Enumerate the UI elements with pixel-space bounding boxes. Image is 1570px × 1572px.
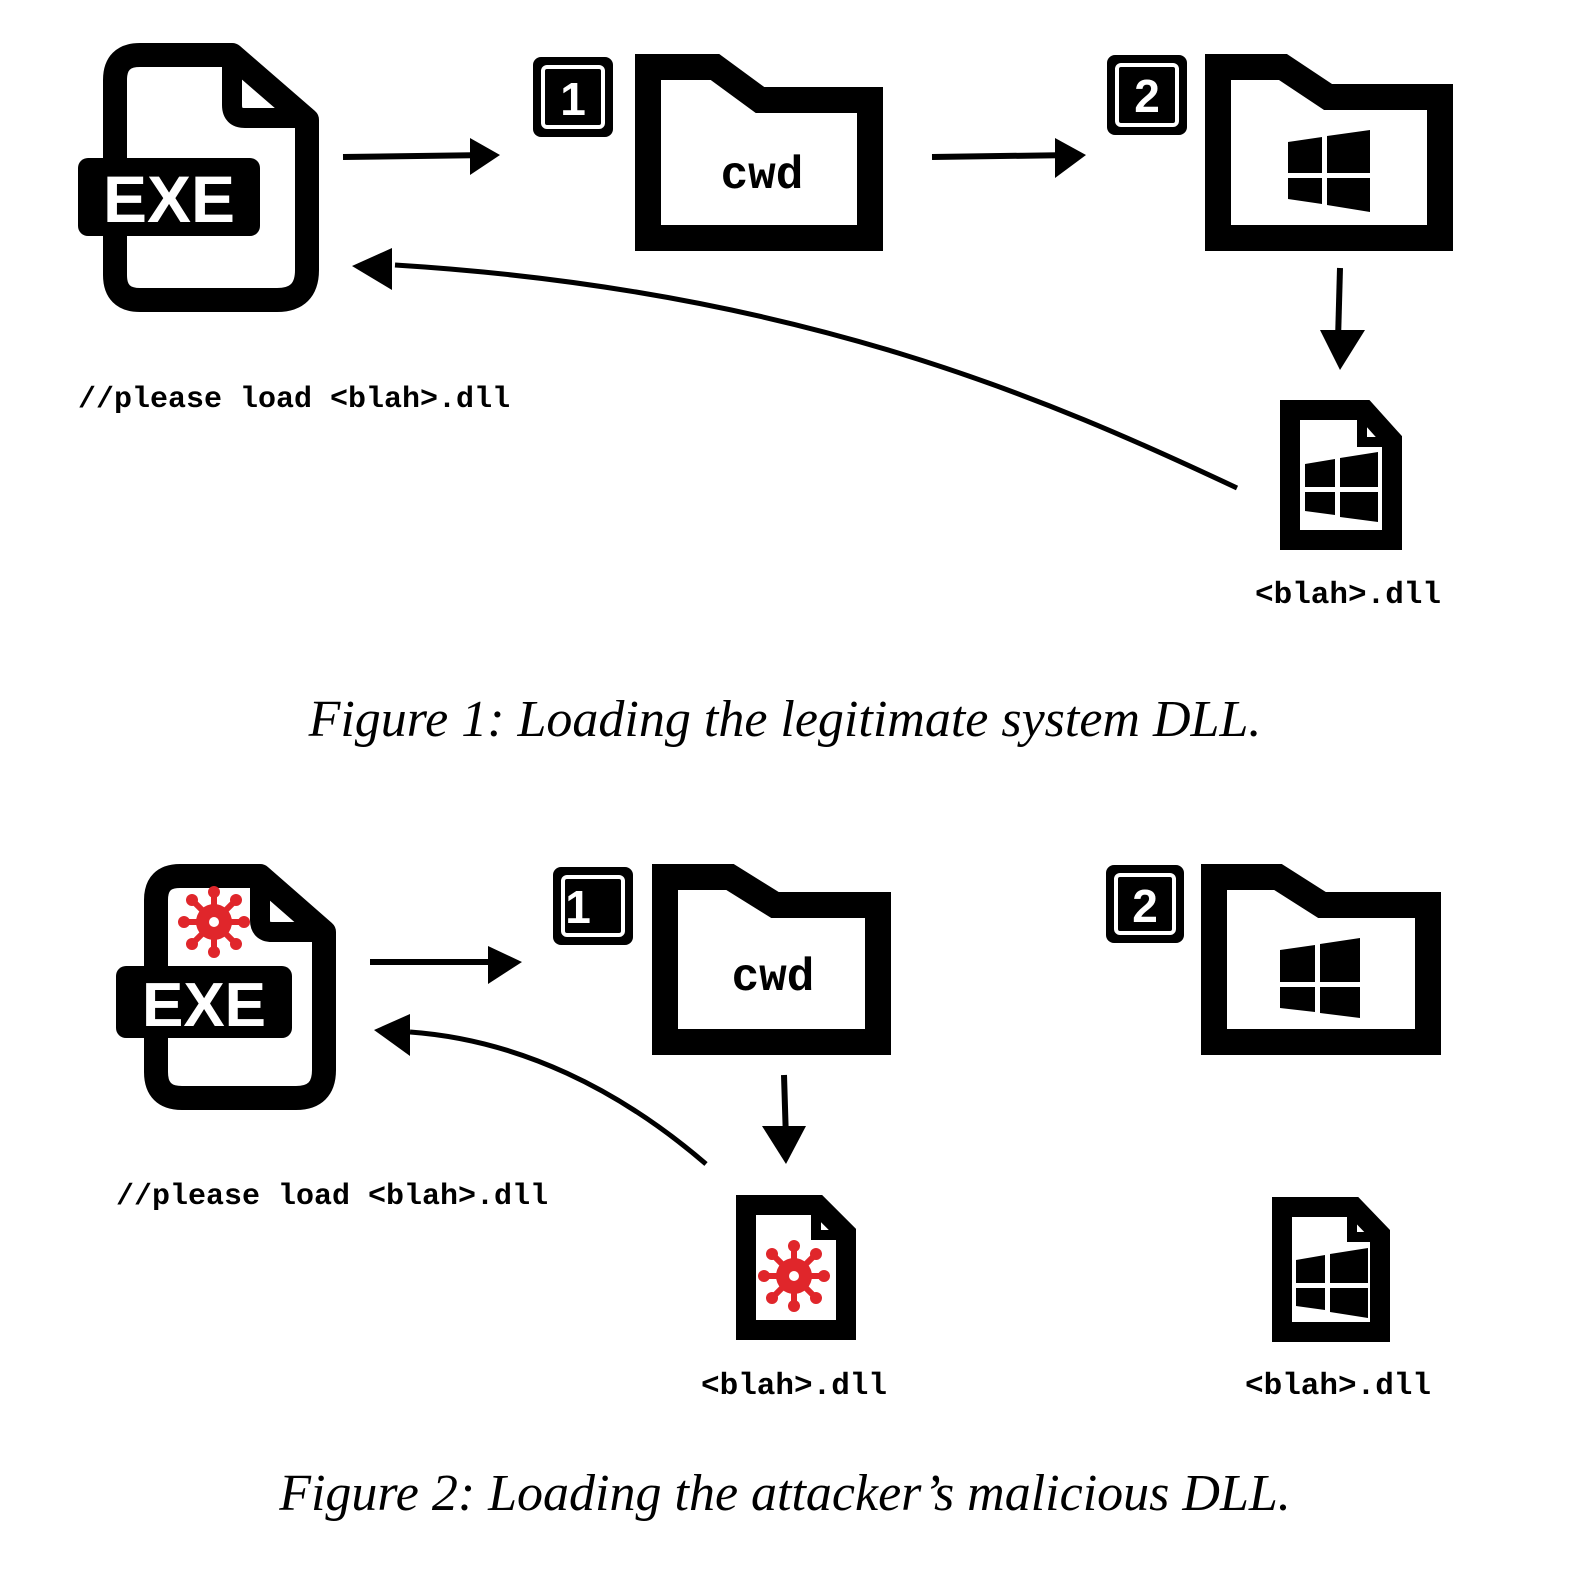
exe-label: EXE (103, 162, 235, 236)
infected-exe-file-icon: EXE (116, 864, 336, 1110)
system-dll-label: <blah>.dll (1245, 1369, 1431, 1404)
arrow-head-icon (762, 1126, 806, 1164)
arrow-head-icon (374, 1014, 410, 1056)
exe-label: EXE (142, 971, 266, 1040)
svg-text:2: 2 (1132, 880, 1158, 932)
arrow-head-icon (1055, 138, 1086, 178)
arrow-dll-to-exe (394, 262, 1239, 491)
svg-text:1: 1 (565, 881, 591, 933)
arrow-system-to-dll (1335, 267, 1343, 341)
windows-folder-icon (1205, 54, 1453, 251)
load-request-comment: //please load <blah>.dll (116, 1180, 548, 1214)
arrow-head-icon (488, 946, 522, 984)
virus-icon (178, 886, 250, 958)
svg-text:2: 2 (1134, 70, 1160, 122)
dll-label: <blah>.dll (1255, 578, 1441, 613)
figure-1: EXE 1 cwd 2 (0, 0, 1570, 650)
arrow-head-icon (1320, 330, 1365, 370)
windows-dll-icon (1272, 1197, 1390, 1342)
step-2-badge: 2 (1106, 865, 1184, 943)
figure-2: EXE 1 cwd (0, 820, 1570, 1440)
cwd-folder-icon: cwd (635, 54, 883, 251)
malicious-dll-label: <blah>.dll (701, 1369, 887, 1404)
load-request-comment: //please load <blah>.dll (78, 383, 510, 417)
svg-text:1: 1 (560, 73, 586, 125)
arrow-exe-to-cwd (342, 152, 491, 160)
step-1-badge: 1 (553, 867, 633, 945)
cwd-folder-label: cwd (732, 952, 815, 1004)
exe-file-icon: EXE (78, 43, 319, 312)
cwd-folder-icon: cwd (652, 864, 891, 1055)
arrow-head-icon (352, 248, 392, 290)
virus-icon (758, 1240, 830, 1312)
figure-1-diagram: EXE 1 cwd 2 (78, 43, 1453, 613)
windows-logo-icon (1280, 938, 1360, 1018)
windows-folder-icon (1201, 864, 1441, 1055)
figure-1-caption: Figure 1: Loading the legitimate system … (308, 691, 1262, 748)
step-2-badge: 2 (1107, 55, 1187, 135)
windows-dll-icon (1280, 400, 1402, 550)
cwd-folder-label: cwd (721, 150, 804, 202)
step-1-badge: 1 (533, 57, 613, 137)
figure-2-caption: Figure 2: Loading the attacker’s malicio… (279, 1465, 1291, 1522)
arrow-malicious-dll-to-exe (409, 1029, 708, 1166)
windows-logo-icon (1288, 130, 1370, 212)
arrow-head-icon (470, 138, 500, 175)
malicious-dll-icon (736, 1195, 856, 1340)
arrow-cwd-to-system (931, 152, 1076, 160)
figure-2-diagram: EXE 1 cwd (116, 864, 1441, 1404)
